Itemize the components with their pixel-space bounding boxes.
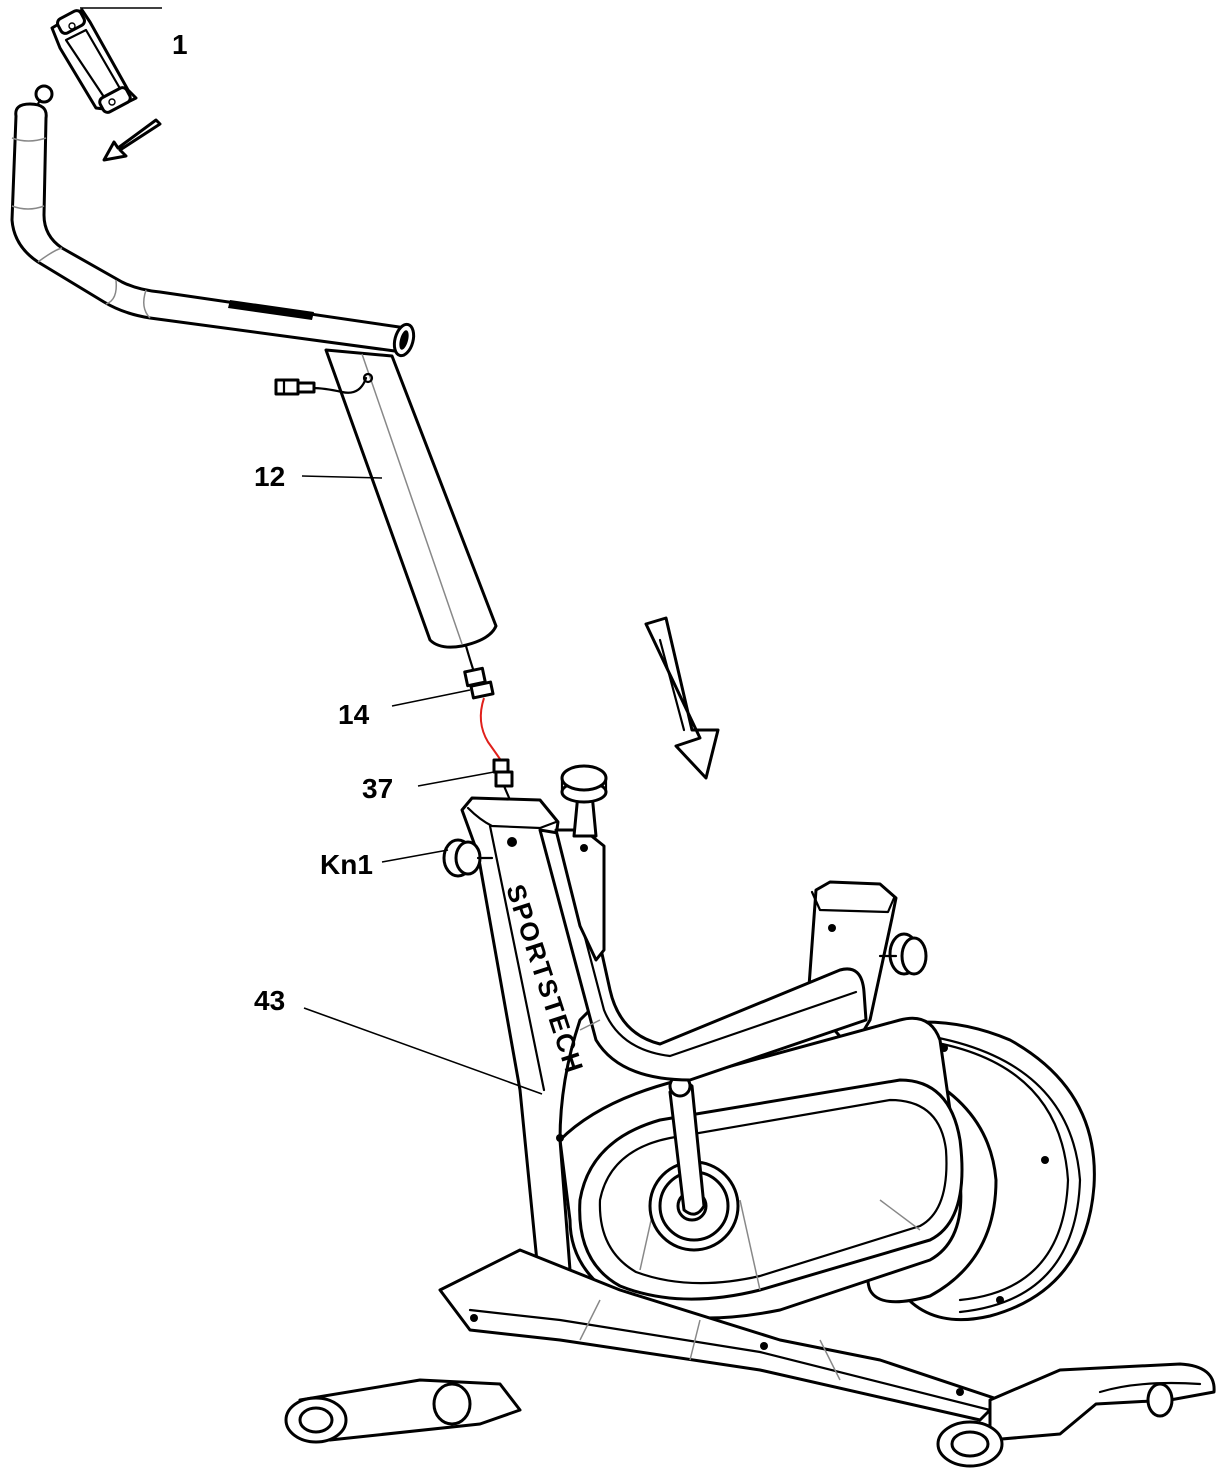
- handlebar-stem: [10, 84, 498, 674]
- cable-connector-14: [463, 666, 495, 700]
- callout-part-kn1: Kn1: [320, 849, 373, 880]
- callout-part-37: 37: [362, 773, 393, 804]
- leader-lines: [80, 7, 543, 1095]
- connection-cable: [479, 697, 503, 763]
- frame-knob-kn1: [442, 838, 494, 878]
- device-holder: [50, 8, 138, 114]
- callout-part-1: 1: [172, 29, 188, 60]
- assembly-direction-arrow: [644, 616, 720, 780]
- callout-part-14: 14: [338, 699, 370, 730]
- rear-stabilizer: [936, 1362, 1216, 1468]
- bike-frame: SPORTSTECH: [438, 764, 1096, 1422]
- insert-arrow-small: [102, 118, 162, 162]
- seat-knob: [878, 932, 928, 976]
- callout-part-12: 12: [254, 461, 285, 492]
- front-stabilizer: [284, 1378, 522, 1444]
- cable-connector-37: [492, 758, 514, 802]
- callout-part-43: 43: [254, 985, 285, 1016]
- resistance-knob: [560, 764, 608, 838]
